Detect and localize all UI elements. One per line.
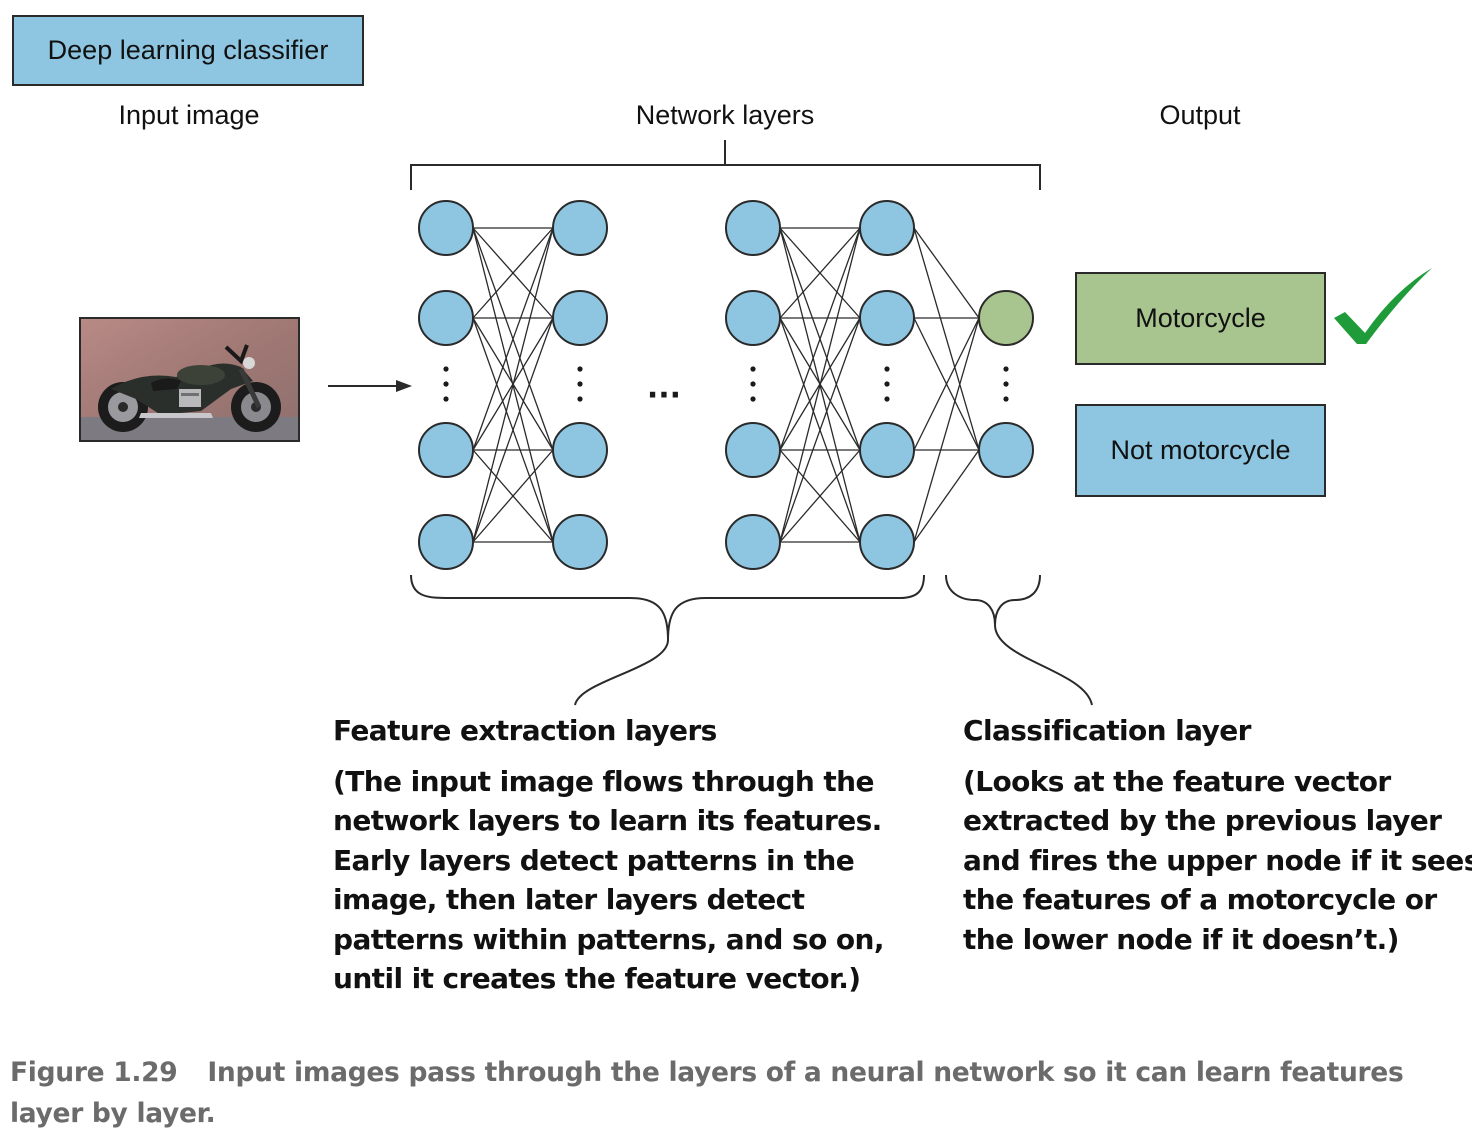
classification-description: Classification layer (Looks at the featu… [963,711,1472,959]
vertical-ellipsis-dot [750,381,756,387]
network-node [552,200,608,256]
network-bracket [410,140,1041,190]
connection-line [913,227,980,319]
output-not-motorcycle: Not motorcycle [1075,404,1326,497]
connection-line [472,227,554,543]
classification-line: and fires the upper node if it sees [963,843,1472,877]
diagram-title: Deep learning classifier [12,15,364,86]
classification-heading: Classification layer [963,714,1251,747]
classification-line: (Looks at the feature vector [963,764,1391,798]
connection-line [472,449,554,543]
network-node [725,200,781,256]
connection-line [779,227,861,319]
vertical-ellipsis-dot [443,366,449,372]
vertical-ellipsis-dot [884,366,890,372]
connection-line [472,227,554,319]
classification-line: the lower node if it doesn’t.) [963,922,1399,956]
network-node [859,422,915,478]
network-node [418,200,474,256]
network-node [725,514,781,570]
vertical-ellipsis-dot [577,396,583,402]
vertical-ellipsis-dot [750,366,756,372]
connection-line [913,227,980,451]
network-node [552,290,608,346]
connection-line [779,317,861,543]
network-node [725,290,781,346]
vertical-ellipsis-dot [577,366,583,372]
connection-line [779,449,861,543]
network-layers-label: Network layers [635,100,815,130]
input-image-label: Input image [118,100,260,130]
connection-line [913,317,980,543]
output-node-not-motorcycle [978,422,1034,478]
feature-extraction-line: Early layers detect patterns in the [333,843,855,877]
vertical-ellipsis-dot [1003,366,1009,372]
network-node [859,514,915,570]
vertical-ellipsis-dot [577,381,583,387]
feature-extraction-brace [410,574,925,706]
connection-line [472,227,554,451]
figure-caption: Figure 1.29 Input images pass through the… [10,1052,1450,1134]
network-node [859,200,915,256]
connection-line [913,317,980,451]
network-node [552,422,608,478]
nodes [418,200,1034,570]
classification-brace [945,574,1093,706]
layer-ellipsis: ··· [647,378,681,413]
vertical-ellipsis-dot [884,396,890,402]
output-motorcycle: Motorcycle [1075,272,1326,365]
network-node [418,422,474,478]
checkmark-icon [1334,268,1432,344]
output-label: Output [1159,100,1241,130]
connection-line [472,317,554,543]
network-node [418,290,474,346]
network-node [859,290,915,346]
feature-extraction-line: until it creates the feature vector.) [333,962,861,995]
vertical-ellipsis-dot [1003,381,1009,387]
classification-line: extracted by the previous layer [963,804,1442,837]
network-node [725,422,781,478]
vertical-ellipsis-dot [1003,396,1009,402]
caption-text-continued: layer by layer. [10,1098,216,1129]
feature-extraction-line: network layers to learn its features. [333,804,882,837]
connection-line [779,227,861,451]
network-node [552,514,608,570]
motorcycle-photo [79,317,300,442]
feature-extraction-line: patterns within patterns, and so on, [333,922,884,956]
vertical-ellipsis-dot [443,381,449,387]
ellipsis-dots [443,366,1009,402]
feature-extraction-line: (The input image flows through the [333,764,874,798]
connection-line [779,227,861,543]
feature-extraction-line: image, then later layers detect [333,883,805,916]
classification-line: the features of a motorcycle or [963,883,1437,916]
vertical-ellipsis-dot [443,396,449,402]
vertical-ellipsis-dot [884,381,890,387]
vertical-ellipsis-dot [750,396,756,402]
caption-text: Input images pass through the layers of … [207,1057,1404,1088]
arrow-right-icon [328,380,412,392]
connection-line [913,449,980,543]
connections [472,227,980,543]
output-node-motorcycle [978,290,1034,346]
feature-extraction-heading: Feature extraction layers [333,714,717,747]
network-node [418,514,474,570]
figure-number: Figure 1.29 [10,1057,178,1088]
feature-extraction-description: Feature extraction layers (The input ima… [333,711,884,999]
